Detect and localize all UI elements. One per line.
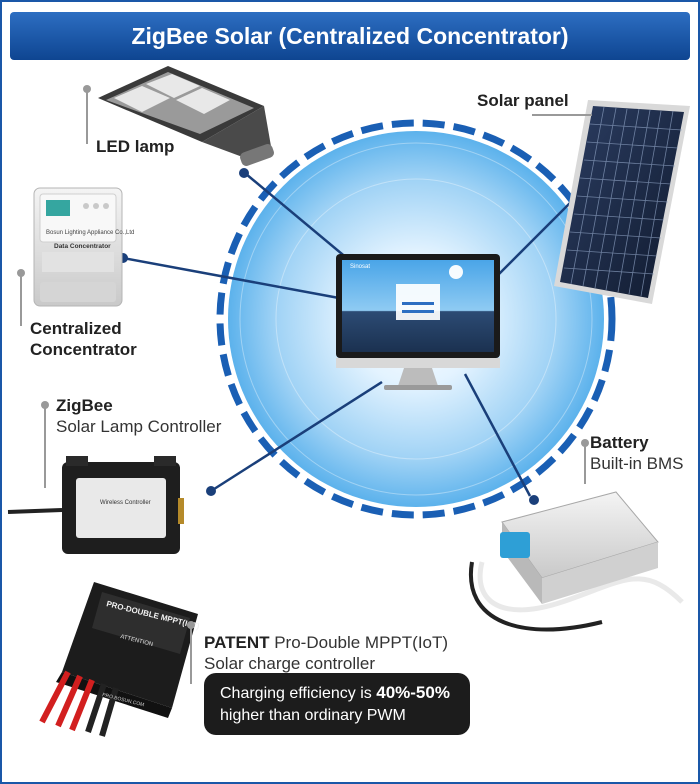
- page-title-text: ZigBee Solar (Centralized Concentrator): [131, 22, 569, 49]
- controller-title-text: Wireless Controller: [100, 500, 151, 506]
- led-lamp-icon: [98, 66, 274, 166]
- mppt-controller-icon: [39, 582, 198, 737]
- patent-leader: [187, 621, 195, 684]
- led-lamp-leader: [83, 85, 91, 144]
- link-solar-panel: [498, 198, 575, 275]
- link-led-lamp: [245, 173, 355, 265]
- battery-leader: [581, 439, 589, 484]
- solar-panel-label: Solar panel: [477, 91, 569, 110]
- efficiency-post: higher than ordinary PWM: [220, 707, 406, 724]
- efficiency-pre: Charging efficiency is: [220, 685, 377, 702]
- concentrator-title-text: Data Concentrator: [54, 243, 111, 250]
- battery-icon: [468, 491, 684, 632]
- monitor-brand: Sinosat: [350, 264, 370, 270]
- concentrator-leader: [17, 269, 25, 326]
- concentrator-brand-text: Bosun Lighting Appliance Co.,Ltd: [46, 230, 134, 236]
- page-title: ZigBee Solar (Centralized Concentrator): [10, 12, 690, 60]
- link-zigbee-controller: [210, 380, 383, 493]
- link-battery: [463, 373, 532, 497]
- zigbee-controller-icon: [7, 456, 184, 554]
- patent-label: PATENT Pro-Double MPPT(IoT) Solar charge…: [204, 633, 449, 673]
- connection-lines: [122, 173, 575, 497]
- monitor-icon: [336, 254, 500, 390]
- led-lamp-label: LED lamp: [96, 137, 175, 156]
- zigbee-leader: [41, 401, 49, 488]
- solar-panel-icon: [554, 100, 690, 304]
- efficiency-value: 40%-50%: [376, 683, 450, 702]
- solar-panel-leader: [532, 114, 592, 116]
- efficiency-callout: Charging efficiency is 40%-50% higher th…: [204, 673, 470, 735]
- concentrator-icon: [33, 187, 123, 307]
- link-concentrator: [122, 256, 340, 300]
